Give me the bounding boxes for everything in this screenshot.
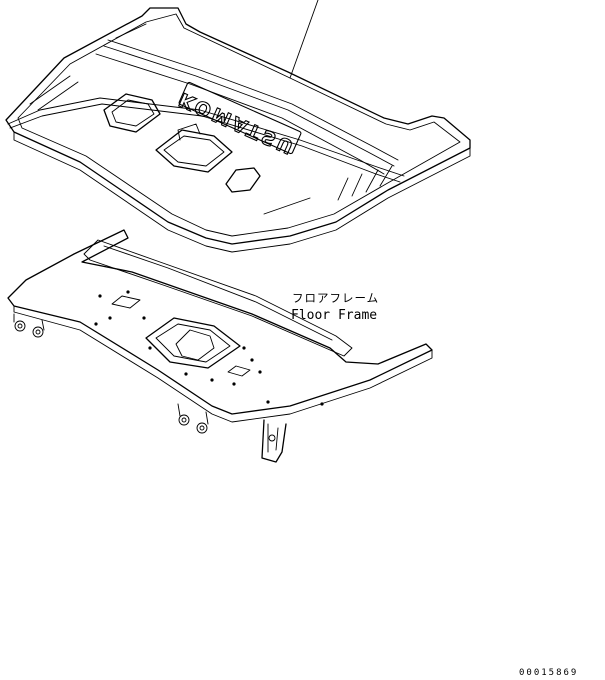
inspection-cover-inner: [163, 135, 225, 167]
frame-rib: [83, 239, 353, 357]
mount-lug-front: [177, 403, 209, 434]
pedal-recess-inner: [111, 99, 155, 127]
floor-frame-label-jp: フロアフレーム: [292, 291, 380, 305]
mat-strip: [29, 75, 71, 105]
floor-mat-outline: [5, 7, 471, 245]
frame-slot: [111, 295, 141, 309]
floor-frame-outline: [7, 229, 433, 415]
floor-mat: KOMATSU: [5, 0, 471, 253]
inspection-cover: [155, 129, 233, 173]
mat-strip: [365, 169, 379, 193]
mat-strip: [351, 173, 363, 197]
frame-slot: [227, 365, 251, 377]
floor-frame-label-en: Floor Frame: [291, 308, 378, 323]
drain-hole: [225, 167, 261, 193]
brand-emboss: KOMATSU: [175, 81, 302, 160]
mat-groove: [95, 53, 385, 175]
mat-strip: [379, 165, 393, 187]
mat-strip: [337, 177, 349, 201]
mat-strip: [115, 23, 147, 39]
floor-mat-inner-lip: [17, 13, 461, 237]
mount-bracket: [261, 419, 287, 463]
pedal-recess: [103, 93, 161, 133]
mat-groove: [103, 45, 395, 167]
frame-opening-cover: [175, 329, 215, 361]
inspection-handle: [177, 123, 201, 141]
drawing-code: 00015869: [519, 668, 579, 678]
bolt-holes: [94, 290, 324, 406]
frame-opening-inner: [155, 323, 231, 363]
floor-frame: [7, 229, 433, 463]
frame-rib-hatch: [103, 245, 333, 341]
mat-strip: [263, 197, 311, 215]
mat-groove: [107, 39, 399, 161]
mat-strip: [37, 81, 79, 111]
mount-lug-left: [13, 313, 45, 338]
mat-groove: [7, 97, 405, 177]
frame-opening: [145, 317, 241, 369]
floor-frame-edge: [13, 305, 433, 423]
leader-line: [289, 0, 319, 79]
floor-mat-rim: [13, 131, 471, 253]
